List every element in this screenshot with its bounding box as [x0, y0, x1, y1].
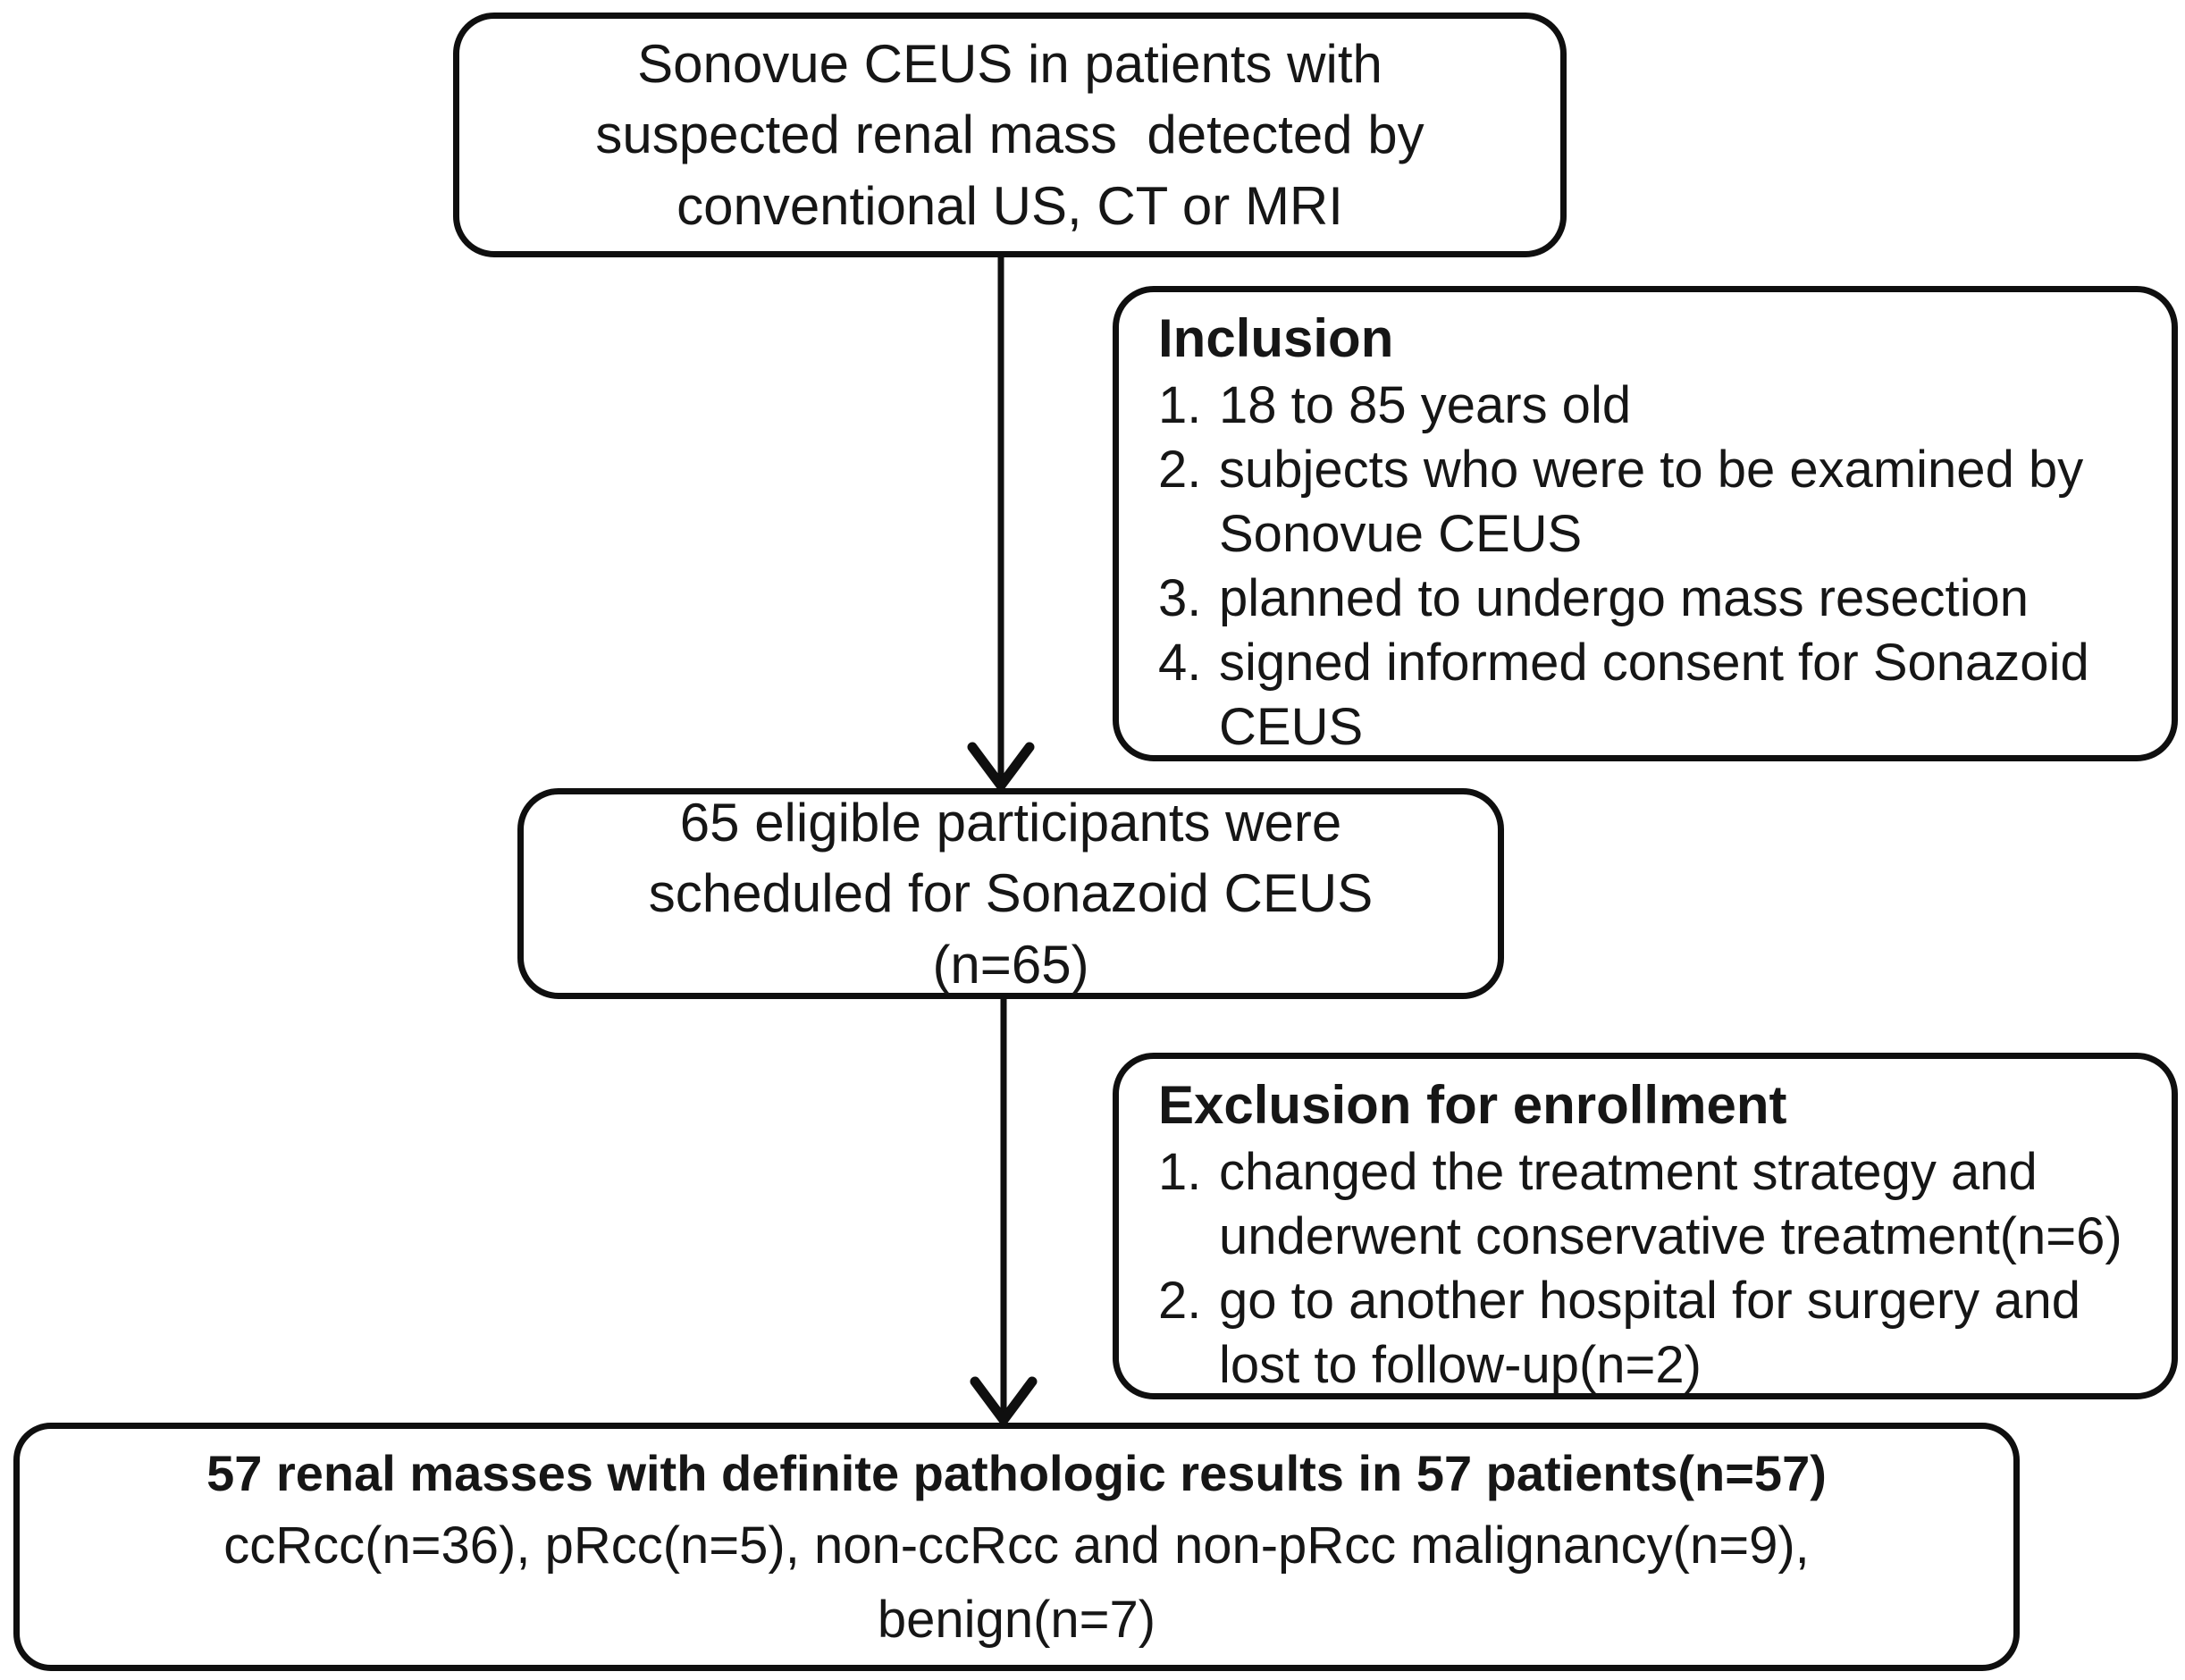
item-text: signed informed consent for Sonazoid CEU… — [1219, 633, 2089, 756]
exclusion-item-1: 1. changed the treatment strategy and un… — [1158, 1140, 2145, 1269]
item-number: 1. — [1158, 1143, 1202, 1202]
box-final-outcome: 57 renal masses with definite pathologic… — [13, 1423, 2020, 1671]
flow-arrow-source-to-eligible — [967, 257, 1035, 792]
item-text: planned to undergo mass resection — [1219, 568, 2030, 627]
item-number: 4. — [1158, 633, 1202, 692]
inclusion-title: Inclusion — [1158, 308, 1394, 368]
arrow-head-icon — [970, 1376, 1038, 1426]
exclusion-title: Exclusion for enrollment — [1158, 1075, 1787, 1135]
inclusion-item-1: 1. 18 to 85 years old — [1158, 374, 2145, 438]
box-source-population: Sonovue CEUS in patients with suspected … — [453, 13, 1567, 257]
inclusion-item-2: 2. subjects who were to be examined by S… — [1158, 438, 2145, 567]
flow-arrow-eligible-to-outcome — [970, 999, 1038, 1426]
item-text: changed the treatment strategy and under… — [1219, 1143, 2122, 1266]
outcome-detail: ccRcc(n=36), pRcc(n=5), non-ccRcc and no… — [223, 1516, 1810, 1649]
exclusion-item-2: 2. go to another hospital for surgery an… — [1158, 1269, 2145, 1398]
box-exclusion-criteria: Exclusion for enrollment 1. changed the … — [1113, 1053, 2178, 1399]
outcome-headline: 57 renal masses with definite pathologic… — [206, 1445, 1827, 1502]
item-number: 3. — [1158, 568, 1202, 627]
item-text: go to another hospital for surgery and l… — [1219, 1272, 2081, 1394]
inclusion-item-3: 3. planned to undergo mass resection — [1158, 567, 2145, 631]
item-number: 1. — [1158, 376, 1202, 435]
item-text: 18 to 85 years old — [1219, 376, 1632, 435]
box-eligible-participants: 65 eligible participants were scheduled … — [517, 788, 1504, 999]
inclusion-item-4: 4. signed informed consent for Sonazoid … — [1158, 631, 2145, 760]
eligible-participants-text: 65 eligible participants were scheduled … — [648, 793, 1374, 995]
item-number: 2. — [1158, 441, 1202, 500]
item-text: subjects who were to be examined by Sono… — [1219, 441, 2084, 563]
arrow-head-icon — [967, 742, 1035, 792]
item-number: 2. — [1158, 1272, 1202, 1330]
box-inclusion-criteria: Inclusion 1. 18 to 85 years old 2. subje… — [1113, 286, 2178, 761]
source-population-text: Sonovue CEUS in patients with suspected … — [595, 34, 1424, 236]
